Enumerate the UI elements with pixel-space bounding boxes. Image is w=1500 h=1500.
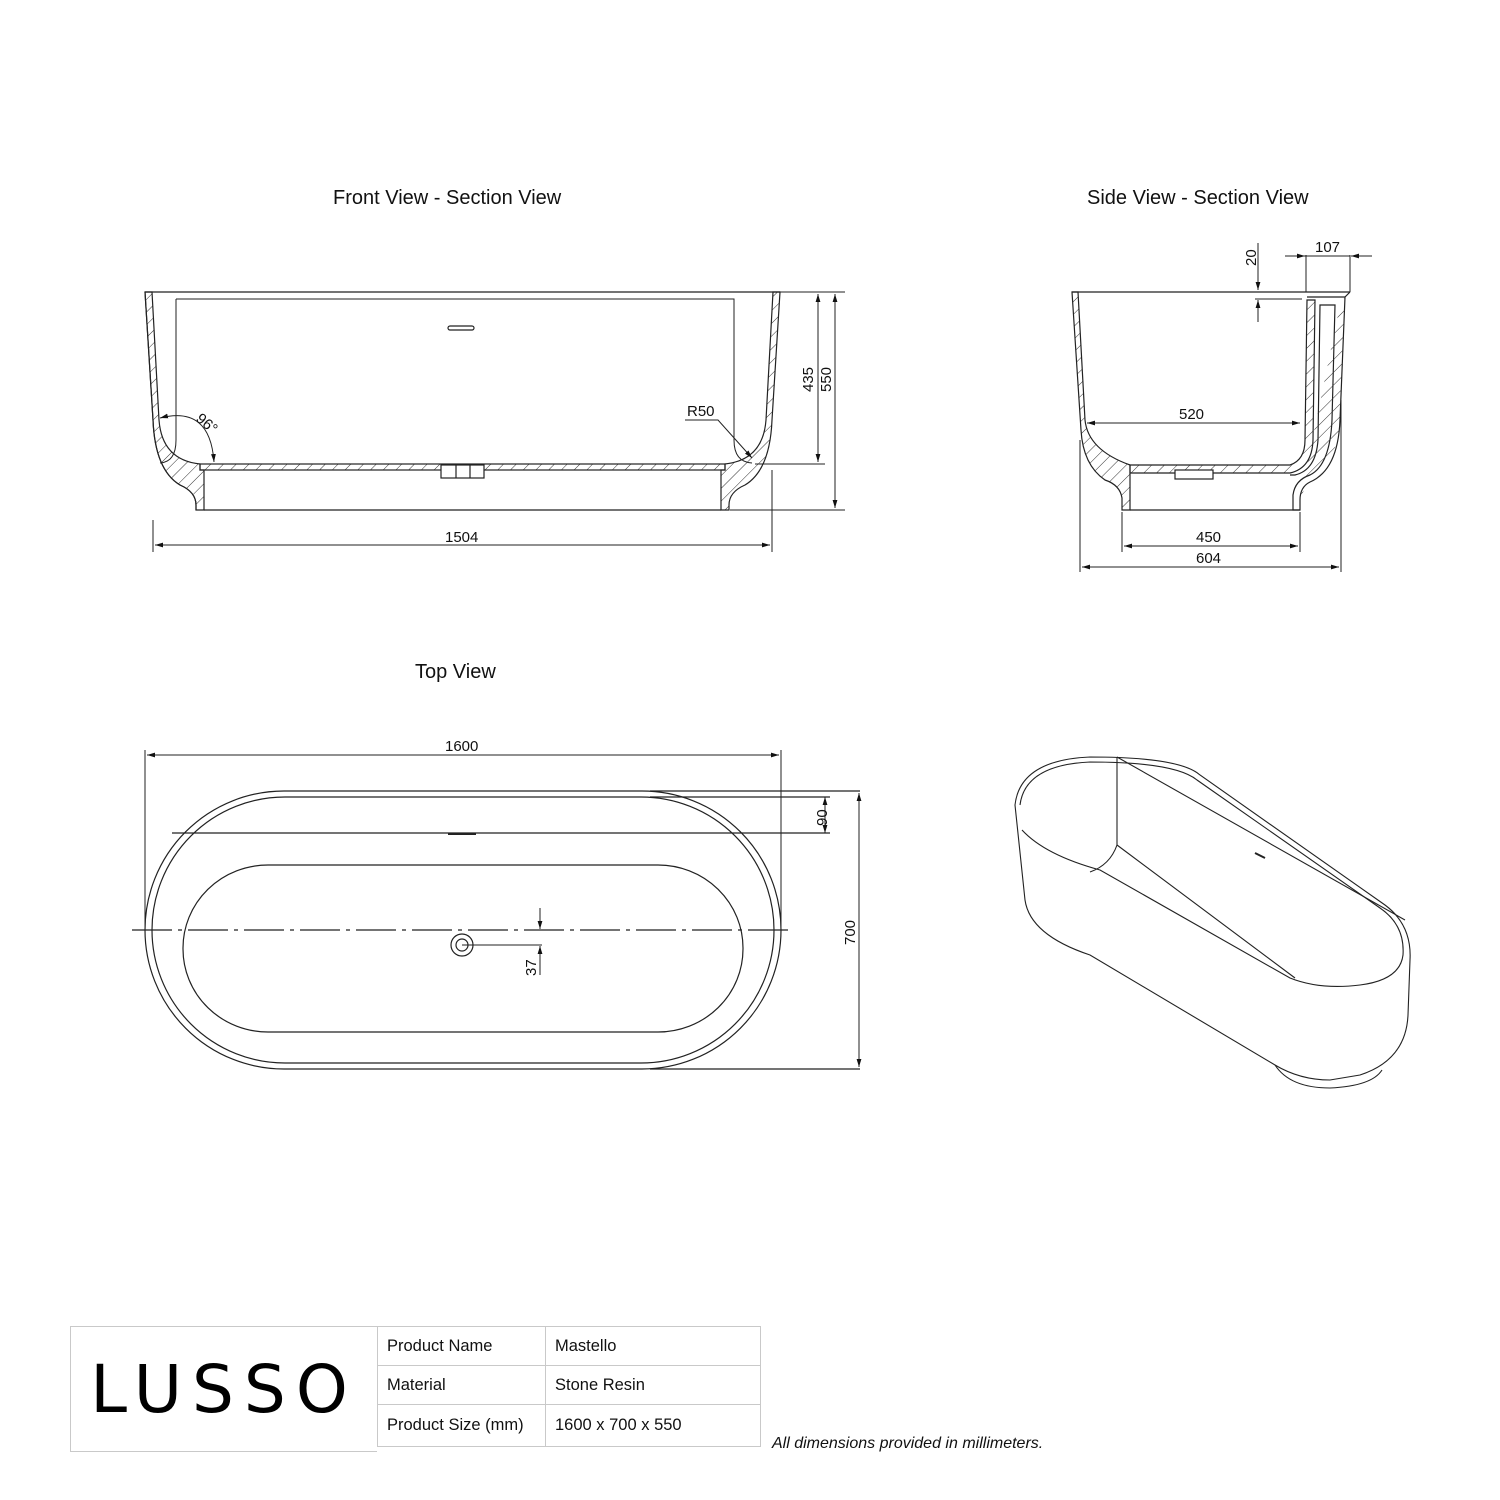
side-dimensions (1079, 243, 1372, 572)
spec-row: Material Stone Resin (377, 1365, 761, 1405)
dim-top-drain-offset: 37 (523, 959, 540, 976)
spec-value: 1600 x 700 x 550 (545, 1404, 761, 1447)
dim-front-angle: 96° (192, 410, 220, 438)
dim-front-height: 550 (818, 367, 835, 392)
front-view-title: Front View - Section View (333, 187, 562, 209)
dim-top-rim: 90 (814, 809, 831, 826)
dim-side-inner-width: 520 (1179, 406, 1204, 423)
dim-front-width: 1504 (445, 529, 478, 546)
spec-label: Product Size (mm) (377, 1404, 546, 1447)
dim-side-rim-drop: 20 (1243, 249, 1260, 266)
units-note: All dimensions provided in millimeters. (772, 1435, 1044, 1452)
brand-logo: LUSSO (90, 1350, 358, 1428)
side-view-title: Side View - Section View (1087, 187, 1309, 209)
spec-label: Material (377, 1365, 546, 1405)
lusso-logo-cell: LUSSO (70, 1326, 377, 1452)
dim-side-overall-width: 604 (1196, 550, 1221, 567)
side-section-view (1071, 291, 1351, 511)
spec-row: Product Size (mm) 1600 x 700 x 550 (377, 1404, 761, 1447)
dim-side-base-width: 450 (1196, 529, 1221, 546)
dim-side-backrest: 107 (1315, 239, 1340, 256)
spec-value: Mastello (545, 1326, 761, 1366)
isometric-view (1014, 756, 1411, 1089)
top-dimensions (144, 750, 862, 1067)
dim-front-inner-depth: 435 (800, 367, 817, 392)
dim-top-width: 700 (842, 920, 859, 945)
spec-row: Product Name Mastello (377, 1326, 761, 1366)
spec-label: Product Name (377, 1326, 546, 1366)
spec-table: Product Name Mastello Material Stone Res… (377, 1326, 761, 1447)
top-view-title: Top View (415, 661, 496, 683)
top-plan-view (132, 790, 860, 1070)
dim-front-radius: R50 (687, 403, 715, 420)
spec-value: Stone Resin (545, 1365, 761, 1405)
front-dimensions (152, 291, 845, 552)
front-section-view (144, 291, 781, 511)
dim-top-length: 1600 (445, 738, 478, 755)
